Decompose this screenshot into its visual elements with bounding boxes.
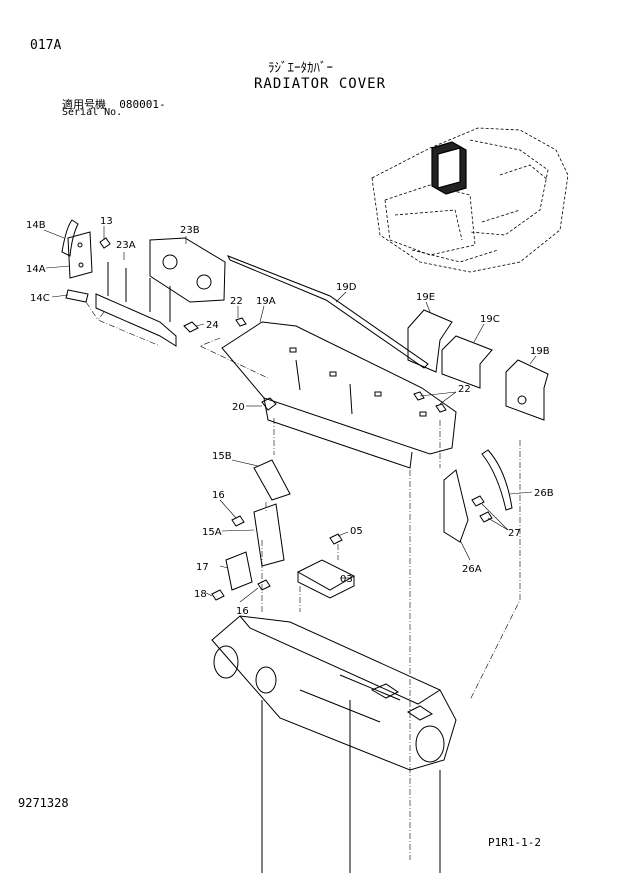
- callout-18: 18: [194, 589, 207, 600]
- part-27a: [471, 495, 485, 507]
- excavator-overview-illustration: [371, 127, 569, 273]
- part-18: [211, 589, 225, 601]
- callout-15B: 15B: [212, 451, 232, 462]
- callout-14B: 14B: [26, 220, 46, 231]
- callout-19D: 19D: [336, 282, 357, 293]
- callout-22-top: 22: [230, 296, 243, 307]
- callout-22-right: 22: [458, 384, 471, 395]
- part-19B: [505, 359, 549, 421]
- callout-24: 24: [206, 320, 219, 331]
- part-20: [261, 397, 277, 411]
- serial-label-jp: 適用号機 080001-: [62, 96, 166, 112]
- leader-lines: [85, 301, 521, 860]
- callout-19A: 19A: [256, 296, 276, 307]
- callout-26A: 26A: [462, 564, 482, 575]
- part-24: [183, 321, 199, 333]
- serial-label-en: Serial No.: [62, 107, 123, 118]
- serial-label-jp-text: 適用号機: [62, 98, 106, 111]
- part-19C: [441, 335, 493, 389]
- part-27b: [479, 511, 493, 523]
- part-14A: [67, 231, 93, 279]
- part-16b: [257, 579, 271, 591]
- part-15B: [253, 459, 291, 501]
- callout-14C: 14C: [30, 293, 50, 304]
- part-22a: [235, 317, 247, 327]
- part-23A: [95, 293, 177, 347]
- callout-19B: 19B: [530, 346, 550, 357]
- serial-from: 080001-: [119, 98, 166, 111]
- page-title: RADIATOR COVER: [254, 76, 387, 92]
- radiator-illustration: [211, 615, 457, 873]
- part-14B: [61, 219, 79, 257]
- callout-17: 17: [196, 562, 209, 573]
- callout-20: 20: [232, 402, 245, 413]
- radiator-location-highlight: [431, 141, 467, 195]
- part-16a: [231, 515, 245, 527]
- callout-03: 03: [340, 574, 353, 585]
- drawing-number: 9271328: [18, 796, 69, 810]
- callout-16-bottom: 16: [236, 606, 249, 617]
- callout-26B: 26B: [534, 488, 554, 499]
- part-23B: [149, 237, 226, 303]
- callout-19E: 19E: [416, 292, 435, 303]
- callout-23B: 23B: [180, 225, 200, 236]
- part-14C: [65, 289, 89, 303]
- callout-13: 13: [100, 216, 113, 227]
- part-15A: [253, 503, 285, 567]
- callout-14A: 14A: [26, 264, 46, 275]
- part-17: [225, 551, 253, 591]
- part-26B: [481, 449, 513, 511]
- page-reference: P1R1-1-2: [488, 836, 541, 849]
- title-japanese: ﾗｼﾞｴｰﾀｶﾊﾞｰ: [268, 61, 333, 76]
- part-13: [99, 237, 111, 249]
- callout-16-top: 16: [212, 490, 225, 501]
- callout-15A: 15A: [202, 527, 222, 538]
- part-26A: [443, 469, 469, 543]
- callout-23A: 23A: [116, 240, 136, 251]
- part-19D: [226, 255, 429, 369]
- part-22c: [435, 403, 447, 413]
- callout-19C: 19C: [480, 314, 500, 325]
- callout-27: 27: [508, 528, 521, 539]
- part-22b: [413, 391, 425, 401]
- callout-05: 05: [350, 526, 363, 537]
- callout-leaders: [43, 226, 537, 603]
- part-05: [329, 533, 343, 545]
- part-19E: [407, 309, 453, 373]
- part-19A: [221, 321, 457, 455]
- sheet-code: 017A: [30, 38, 62, 53]
